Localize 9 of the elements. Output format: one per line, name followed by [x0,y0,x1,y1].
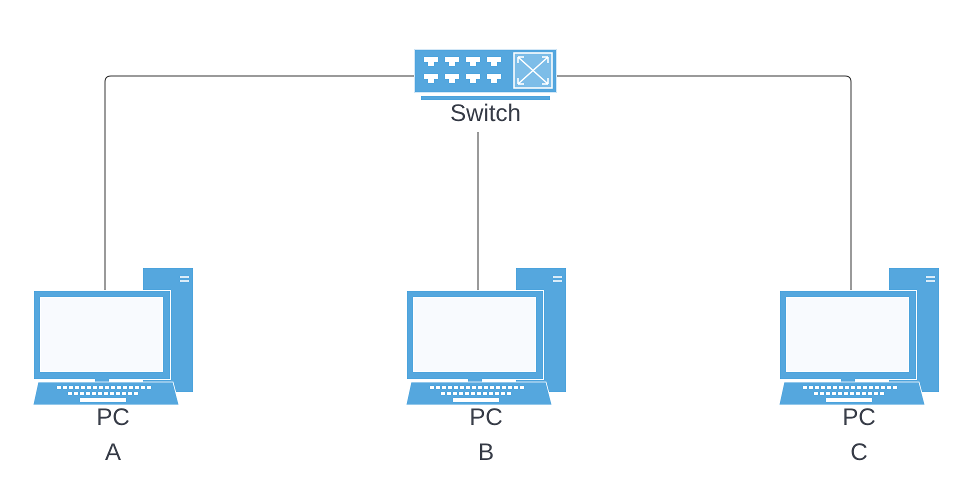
device-label: PC [842,404,876,432]
device-label: A [104,439,121,467]
device-label: B [478,439,494,467]
device-label: Switch [450,100,521,128]
device-label: PC [469,404,503,432]
connection-line [104,76,414,290]
device-label: C [850,439,868,467]
device-label: PC [96,404,130,432]
connection-line [556,76,852,290]
